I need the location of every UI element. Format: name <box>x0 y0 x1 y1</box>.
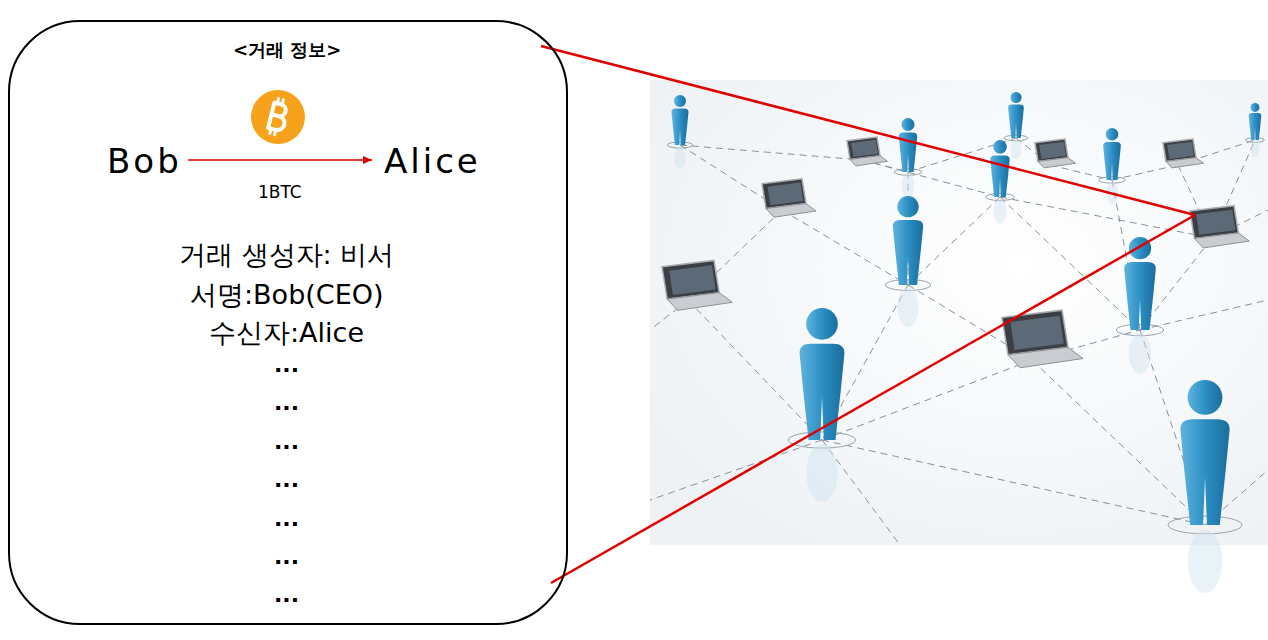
transfer-arrow <box>188 159 372 161</box>
person-body <box>1008 104 1024 138</box>
laptop-display <box>1196 210 1235 235</box>
person-figure <box>788 308 855 502</box>
person-figure <box>667 95 693 169</box>
network-link <box>1140 300 1268 330</box>
ellipsis-line: ... <box>274 506 299 531</box>
person-reflection <box>1188 529 1223 593</box>
ellipsis-line: ... <box>274 390 299 415</box>
person-reflection <box>1129 333 1151 374</box>
person-body <box>1103 142 1121 180</box>
ellipsis-line: ... <box>274 429 299 454</box>
laptop-base <box>667 293 732 311</box>
person-figure <box>1116 237 1163 374</box>
amount-label: 1BTC <box>258 183 302 203</box>
person-body <box>1180 419 1229 525</box>
transaction-box: <거래 정보> Bob Alice 1BTC 거래 생성자: 비서서명:Bob(CEO)… <box>8 20 568 625</box>
person-figure <box>885 196 930 327</box>
laptop-icon <box>847 137 888 166</box>
ellipsis-line: ... <box>274 352 299 377</box>
bitcoin-icon <box>251 90 305 144</box>
laptop-icon <box>1163 139 1204 168</box>
bitcoin-symbol <box>267 98 290 137</box>
laptop-icon <box>662 260 732 310</box>
person-head <box>1188 380 1223 415</box>
network-link <box>782 210 908 285</box>
network-link <box>822 360 1032 440</box>
person-figure <box>1004 92 1027 160</box>
recipient-line: 수신자:Alice <box>209 317 364 348</box>
person-body <box>800 344 845 440</box>
zoom-line <box>541 46 1195 215</box>
person-head <box>993 140 1007 154</box>
laptop-icon <box>1190 206 1249 248</box>
person-head <box>1251 103 1260 112</box>
person-body <box>893 220 923 285</box>
signature-line: 서명:Bob(CEO) <box>190 279 384 310</box>
network-picture <box>650 92 1268 593</box>
laptop-base <box>766 204 816 218</box>
ellipsis-line: ... <box>274 544 299 569</box>
laptop-display <box>1167 142 1194 159</box>
laptop-base <box>1038 158 1076 168</box>
person-reflection <box>902 174 915 198</box>
person-figure <box>985 140 1014 224</box>
person-reflection <box>993 199 1007 224</box>
person-reflection <box>674 147 686 169</box>
laptop-base <box>1008 347 1083 367</box>
person-figure <box>1168 380 1242 593</box>
network-link <box>650 440 822 500</box>
person-reflection <box>897 288 918 327</box>
laptop-display <box>669 265 715 295</box>
person-head <box>1129 237 1151 259</box>
bitcoin-coin <box>251 90 305 144</box>
laptop-display <box>768 182 804 205</box>
person-head <box>902 118 915 131</box>
person-reflection <box>806 444 837 502</box>
person-body <box>1249 113 1262 140</box>
person-head <box>1106 128 1118 140</box>
laptop-base <box>1194 233 1249 248</box>
laptop-display <box>851 140 878 157</box>
person-body <box>672 109 689 146</box>
sender-name: Bob <box>107 142 182 181</box>
zoom-line <box>551 215 1195 583</box>
laptop-icon <box>762 179 816 217</box>
person-reflection <box>1011 139 1022 159</box>
network-link <box>908 197 1000 285</box>
ellipsis-line: ... <box>274 467 299 492</box>
laptop-base <box>850 156 888 166</box>
person-head <box>897 196 918 217</box>
person-head <box>674 95 686 107</box>
laptop-base <box>1166 158 1204 168</box>
person-head <box>806 308 838 340</box>
person-reflection <box>1251 141 1260 157</box>
laptop-icon <box>1035 139 1076 168</box>
person-figure <box>894 118 922 197</box>
creator-line: 거래 생성자: 비서 <box>179 239 394 270</box>
network-floor <box>650 80 1268 545</box>
network-link <box>822 440 1205 525</box>
ellipsis-line: ... <box>274 582 299 607</box>
network-link <box>1032 360 1205 525</box>
laptop-display <box>1010 316 1063 350</box>
person-head <box>1010 92 1021 103</box>
network-link <box>680 145 862 160</box>
person-figure <box>1246 103 1265 157</box>
person-body <box>1124 262 1156 330</box>
receiver-name: Alice <box>384 142 481 181</box>
laptop-display <box>1039 142 1066 159</box>
network-link <box>862 160 1000 197</box>
network-link <box>1000 197 1212 238</box>
box-title: <거래 정보> <box>233 40 341 61</box>
